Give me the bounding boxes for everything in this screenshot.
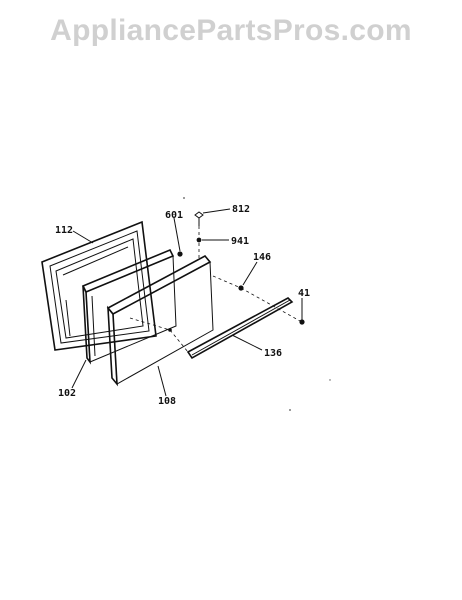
watermark-text: AppliancePartsPros.com <box>50 14 412 47</box>
label-941: 941 <box>231 236 249 247</box>
part-812-hardware <box>194 211 204 226</box>
part-136-trim-strip <box>186 297 294 360</box>
label-601: 601 <box>165 210 183 221</box>
part-102-door-liner <box>81 248 177 365</box>
part-41-hardware <box>299 319 305 325</box>
part-112-door-frame <box>41 220 157 351</box>
label-102: 102 <box>58 388 76 399</box>
label-41: 41 <box>298 288 310 299</box>
label-812: 812 <box>232 204 250 215</box>
leader-lines <box>71 208 303 397</box>
label-108: 108 <box>158 396 176 407</box>
part-941-hardware <box>196 237 202 243</box>
label-136: 136 <box>264 348 282 359</box>
part-108-door-panel <box>106 254 214 387</box>
scan-specks <box>183 197 331 411</box>
label-146: 146 <box>253 252 271 263</box>
part-601-hardware <box>177 251 183 257</box>
assembly-lines <box>129 226 301 353</box>
label-112: 112 <box>55 225 73 236</box>
